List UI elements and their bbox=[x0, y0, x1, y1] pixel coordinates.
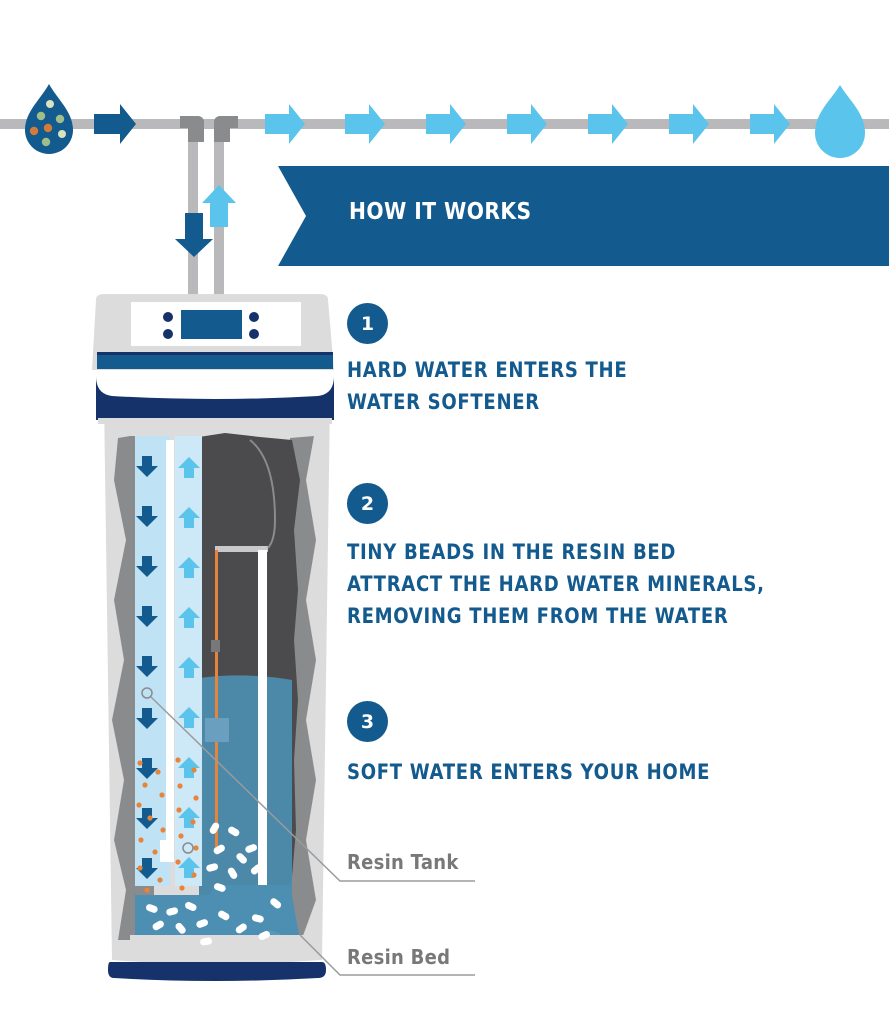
light-blue-arrow-icon bbox=[507, 104, 547, 144]
step-1-text: HARD WATER ENTERS THE WATER SOFTENER bbox=[347, 354, 627, 418]
resin-bed-label: Resin Bed bbox=[347, 945, 451, 969]
resin-beads bbox=[145, 822, 282, 946]
hard-water-minerals bbox=[136, 757, 199, 893]
light-blue-arrow-icon bbox=[426, 104, 466, 144]
inlet-elbow-fitting bbox=[180, 116, 204, 142]
step-2-line: ATTRACT THE HARD WATER MINERALS, bbox=[347, 572, 765, 596]
up-flow-arrow-icon bbox=[202, 185, 236, 227]
resin-bed-leader-line bbox=[299, 934, 475, 976]
step-3-text: SOFT WATER ENTERS YOUR HOME bbox=[347, 756, 710, 788]
dark-blue-arrow-icon bbox=[94, 104, 136, 144]
step-3-line: SOFT WATER ENTERS YOUR HOME bbox=[347, 760, 711, 784]
step-1-line: WATER SOFTENER bbox=[347, 390, 540, 414]
step-1-badge: 1 bbox=[347, 303, 388, 344]
banner-title: HOW IT WORKS bbox=[349, 199, 532, 225]
light-blue-arrow-row bbox=[265, 104, 790, 144]
light-blue-arrow-icon bbox=[345, 104, 385, 144]
step-2-line: TINY BEADS IN THE RESIN BED bbox=[347, 540, 677, 564]
step-2-line: REMOVING THEM FROM THE WATER bbox=[347, 604, 729, 628]
resin-bed bbox=[135, 885, 300, 950]
step-2-badge: 2 bbox=[347, 483, 388, 524]
control-button bbox=[249, 312, 259, 322]
control-button bbox=[249, 329, 259, 339]
inlet-pipe bbox=[188, 125, 198, 300]
light-blue-arrow-icon bbox=[750, 104, 790, 144]
control-button bbox=[163, 329, 173, 339]
resin-tank-leader-line bbox=[150, 696, 475, 882]
display-screen bbox=[181, 310, 242, 339]
outlet-elbow-fitting bbox=[214, 116, 238, 142]
how-it-works-banner bbox=[278, 166, 889, 266]
hard-water-drop-icon bbox=[25, 84, 73, 154]
control-button bbox=[163, 312, 173, 322]
center-riser-tube bbox=[166, 440, 174, 860]
resin-tank-left-column bbox=[135, 436, 170, 886]
cabinet-base bbox=[108, 962, 326, 981]
step-2-text: TINY BEADS IN THE RESIN BED ATTRACT THE … bbox=[347, 536, 765, 632]
step-3-badge: 3 bbox=[347, 701, 388, 742]
light-blue-arrow-icon bbox=[588, 104, 628, 144]
soft-water-drop-icon bbox=[815, 85, 865, 158]
light-blue-arrow-icon bbox=[265, 104, 305, 144]
resin-tank-label: Resin Tank bbox=[347, 850, 459, 874]
step-1-line: HARD WATER ENTERS THE bbox=[347, 358, 628, 382]
water-softener-unit bbox=[92, 294, 334, 981]
light-blue-arrow-icon bbox=[669, 104, 709, 144]
down-flow-arrow-icon bbox=[175, 213, 213, 257]
